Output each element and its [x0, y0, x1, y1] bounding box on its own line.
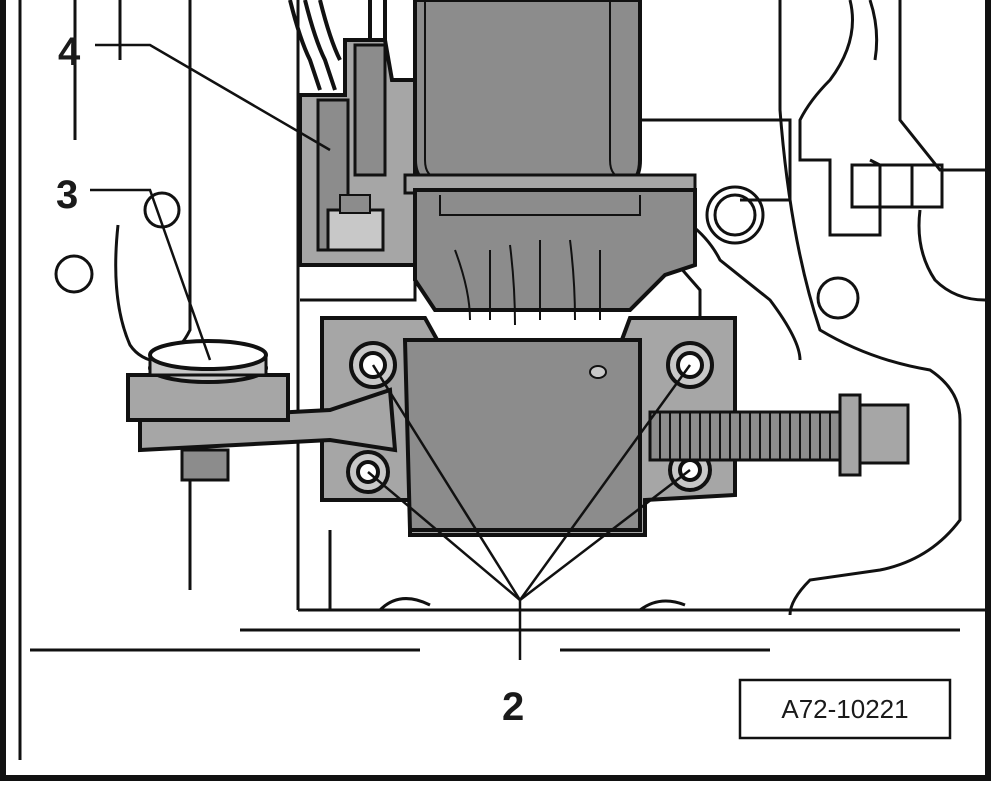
leader-3: [90, 188, 212, 361]
callout-2: 2: [502, 685, 524, 729]
main-column: [403, 0, 697, 326]
threaded-bolt: [648, 393, 910, 477]
mounting-plate: [320, 316, 737, 537]
leader-lines: [90, 43, 692, 660]
leader-2-b: [518, 364, 692, 601]
leader-2-d: [519, 469, 691, 601]
cable-harness: [288, 0, 387, 91]
lower-structure: [30, 530, 985, 652]
right-body-panel: [640, 0, 986, 616]
part-3-linkage: [126, 339, 398, 482]
leader-2-c: [367, 471, 521, 601]
figure-id-text: A72-10221: [781, 694, 908, 724]
leader-4: [95, 43, 331, 152]
leader-2-a: [371, 364, 522, 601]
part-4-bracket: [298, 38, 417, 267]
callout-3: 3: [56, 173, 78, 217]
left-body-panel: [18, 0, 192, 760]
callout-4: 4: [58, 30, 81, 74]
figure-reference: A72-10221: [738, 678, 952, 740]
